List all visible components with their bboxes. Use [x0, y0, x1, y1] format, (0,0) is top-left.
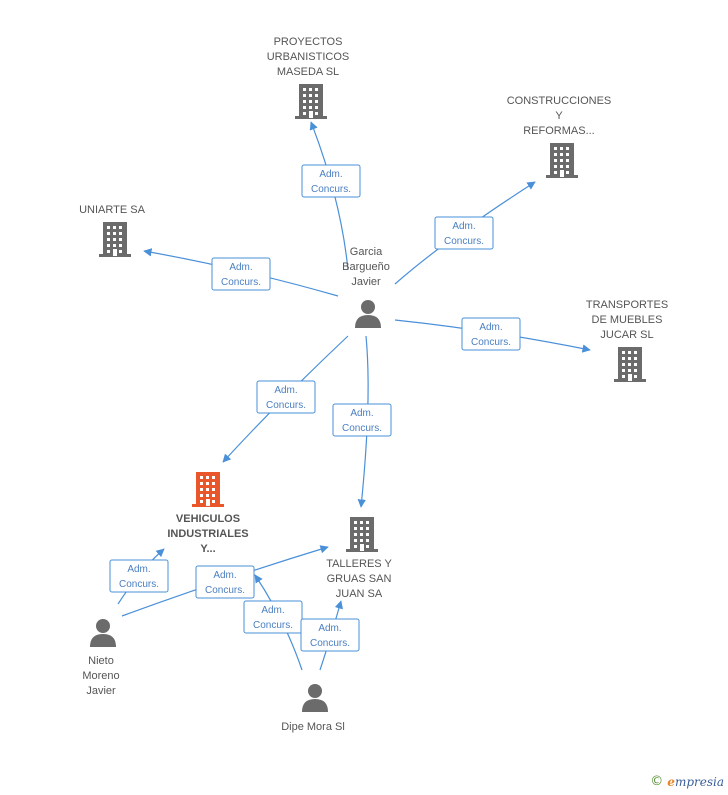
edge-label-line: Adm. — [452, 221, 475, 232]
node-uniarte[interactable]: UNIARTE SA — [79, 204, 146, 257]
edge-label-line: Adm. — [229, 262, 252, 273]
edge-label-line: Concurs. — [471, 337, 511, 348]
edge-label-nieto-vehiculos[interactable]: Adm. Concurs. — [109, 559, 169, 593]
edge-garcia-to-proyectos — [309, 121, 349, 271]
building-icon[interactable] — [614, 347, 646, 382]
edge-label-line: Adm. — [261, 605, 284, 616]
node-label-line: Garcia — [350, 246, 383, 258]
edge-label-line: Concurs. — [266, 400, 306, 411]
node-talleres[interactable]: TALLERES Y GRUAS SAN JUAN SA — [326, 517, 392, 600]
node-label-line: Dipe Mora Sl — [281, 721, 345, 733]
node-label-line: Moreno — [82, 670, 119, 682]
edge-label-line: Adm. — [319, 169, 342, 180]
edge-label-garcia-vehiculos[interactable]: Adm. Concurs. — [256, 380, 316, 414]
edge-label-garcia-talleres[interactable]: Adm. Concurs. — [332, 403, 392, 437]
node-label-line: Javier — [351, 276, 381, 288]
edge-label-line: Adm. — [318, 623, 341, 634]
edge-label-line: Concurs. — [253, 620, 293, 631]
node-label-line: UNIARTE SA — [79, 204, 145, 216]
node-label-line: JUCAR SL — [600, 329, 653, 341]
node-label-line: REFORMAS... — [523, 125, 595, 137]
edge-label-line: Adm. — [274, 385, 297, 396]
node-construcciones[interactable]: CONSTRUCCIONES Y REFORMAS... — [507, 95, 612, 178]
edge-label-line: Adm. — [213, 570, 236, 581]
building-icon[interactable] — [346, 517, 378, 552]
edge-label-garcia-construcciones[interactable]: Adm. Concurs. — [434, 216, 494, 250]
person-icon[interactable] — [355, 300, 381, 328]
edge-label-line: Concurs. — [221, 277, 261, 288]
node-label-line: PROYECTOS — [274, 36, 343, 48]
node-label-line: TRANSPORTES — [586, 299, 668, 311]
edge-label-line: Adm. — [479, 322, 502, 333]
building-icon[interactable] — [295, 84, 327, 119]
edge-label-dipe-talleres[interactable]: Adm. Concurs. — [300, 618, 360, 652]
building-icon[interactable] — [192, 472, 224, 507]
node-label-line: INDUSTRIALES — [167, 528, 248, 540]
building-icon[interactable] — [99, 222, 131, 257]
person-icon[interactable] — [90, 619, 116, 647]
node-label-line: URBANISTICOS — [267, 51, 350, 63]
edge-label-garcia-transportes[interactable]: Adm. Concurs. — [461, 317, 521, 351]
edge-label-line: Concurs. — [342, 423, 382, 434]
node-label-line: VEHICULOS — [176, 513, 240, 525]
edge-label-line: Adm. — [127, 564, 150, 575]
node-proyectos[interactable]: PROYECTOS URBANISTICOS MASEDA SL — [267, 36, 350, 119]
node-label-line: Javier — [86, 685, 116, 697]
node-label-line: GRUAS SAN — [327, 573, 392, 585]
node-label-line: TALLERES Y — [326, 558, 392, 570]
node-vehiculos[interactable]: VEHICULOS INDUSTRIALES Y... — [167, 472, 249, 555]
node-dipe[interactable]: Dipe Mora Sl — [281, 684, 345, 733]
edge-label-line: Adm. — [350, 408, 373, 419]
node-transportes[interactable]: TRANSPORTES DE MUEBLES JUCAR SL — [586, 299, 668, 382]
node-label-line: MASEDA SL — [277, 66, 339, 78]
copyright-icon: © — [650, 774, 664, 789]
edge-label-line: Concurs. — [444, 236, 484, 247]
node-label-line: Nieto — [88, 655, 114, 667]
node-label-line: Bargueño — [342, 261, 390, 273]
brand-logo: empresia — [667, 774, 724, 789]
node-label-line: Y — [555, 110, 563, 122]
edge-label-nieto-talleres[interactable]: Adm. Concurs. — [195, 565, 255, 599]
edge-label-line: Concurs. — [311, 184, 351, 195]
edge-label-dipe-vehiculos[interactable]: Adm. Concurs. — [243, 600, 303, 634]
edge-label-garcia-uniarte[interactable]: Adm. Concurs. — [211, 257, 271, 291]
footer-brand[interactable]: © empresia — [650, 774, 724, 789]
building-icon[interactable] — [546, 143, 578, 178]
nodes-layer: PROYECTOS URBANISTICOS MASEDA SL CONSTRUCCI… — [79, 36, 668, 733]
node-label-line: JUAN SA — [336, 588, 383, 600]
node-label-line: CONSTRUCCIONES — [507, 95, 612, 107]
edge-label-line: Concurs. — [119, 579, 159, 590]
edge-label-line: Concurs. — [310, 638, 350, 649]
edge-label-garcia-proyectos[interactable]: Adm. Concurs. — [301, 164, 361, 198]
person-icon[interactable] — [302, 684, 328, 712]
node-label-line: DE MUEBLES — [592, 314, 663, 326]
edge-labels-layer: Adm.Concurs.Adm.Concurs.Adm.Concurs.Adm.… — [109, 164, 521, 652]
edge-label-line: Concurs. — [205, 585, 245, 596]
node-label-line: Y... — [200, 543, 215, 555]
